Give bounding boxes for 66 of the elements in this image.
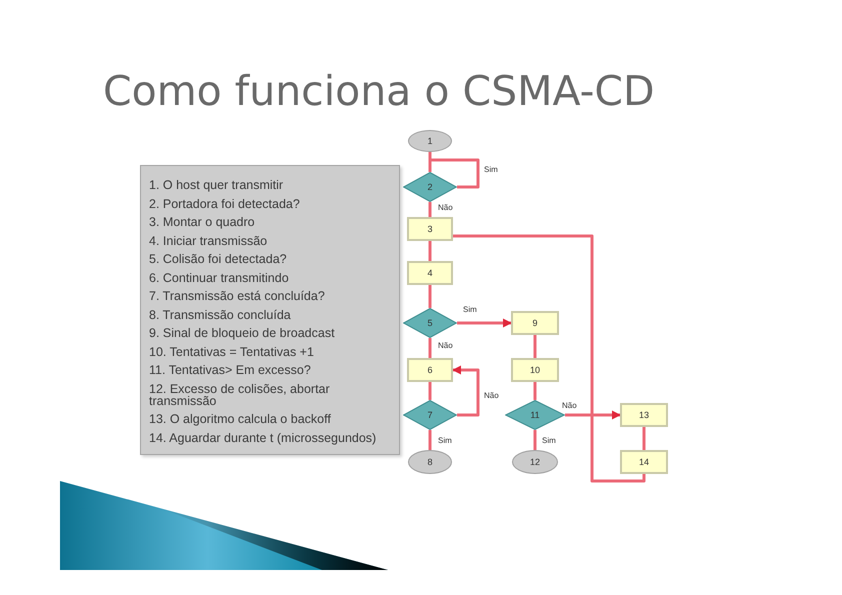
arrow	[457, 318, 512, 328]
connector-line	[534, 335, 536, 358]
step-list-panel	[140, 165, 400, 455]
connector-line	[428, 382, 432, 400]
connector-line	[428, 202, 432, 217]
list-item: 4. Iniciar transmissão	[149, 234, 268, 246]
edge-label: Sim	[541, 436, 557, 446]
terminator-ellipse	[512, 450, 558, 474]
step-number: 2	[427, 182, 432, 192]
step-number: 10	[530, 365, 540, 375]
connector-line	[642, 427, 646, 450]
edge-label: Não	[483, 391, 500, 401]
connector-line	[428, 241, 432, 261]
arrow	[565, 410, 621, 420]
step-number: 13	[638, 410, 649, 420]
list-item: 9. Sinal de bloqueio de broadcast	[149, 327, 336, 339]
edge-label: Sim	[437, 436, 453, 446]
list-item: 10. Tentativas = Tentativas +1	[149, 346, 315, 358]
connector-line	[428, 158, 480, 188]
step-number: 1	[427, 136, 432, 146]
list-item: 13. O algoritmo calcula o backoff	[149, 413, 332, 425]
connector-line	[428, 338, 432, 358]
terminator-ellipse	[408, 130, 452, 152]
process-box	[407, 261, 453, 285]
process-box	[620, 450, 668, 474]
decision-diamond	[403, 400, 457, 430]
step-number: 11	[530, 410, 540, 420]
edge-label: Sim	[462, 305, 478, 315]
list-item: 2. Portadora foi detectada?	[149, 198, 301, 210]
step-number: 14	[638, 457, 649, 467]
list-item: 1. O host quer transmitir	[149, 179, 284, 191]
step-number: 5	[427, 318, 432, 328]
list-item: 6. Continuar transmitindo	[149, 272, 290, 284]
step-number: 6	[427, 365, 432, 375]
process-box	[407, 358, 453, 382]
connector-line	[534, 430, 536, 450]
edge-label: Não	[561, 401, 578, 411]
list-item: 3. Montar o quadro	[149, 216, 256, 228]
connector-line	[453, 234, 646, 482]
step-number: 12	[530, 457, 540, 467]
list-item: 12. Excesso de colisões, abortar transmissão	[149, 382, 331, 406]
connector-line	[534, 382, 536, 400]
connector-line	[428, 430, 432, 450]
list-item: 7. Transmissão está concluída?	[149, 290, 326, 302]
list-item: 14. Aguardar durante t (microssegundos)	[149, 432, 378, 444]
arrow	[452, 366, 480, 416]
step-number: 3	[427, 224, 432, 234]
process-box	[620, 403, 668, 427]
list-item: 11. Tentativas> Em excesso?	[149, 364, 312, 376]
decision-diamond	[403, 308, 457, 338]
edge-label: Não	[437, 341, 454, 351]
connector-line	[428, 285, 432, 308]
step-number: 8	[427, 457, 432, 467]
step-number: 4	[427, 268, 432, 278]
slide-title: Como funciona o CSMA-CD	[103, 67, 655, 115]
process-box	[407, 217, 453, 241]
list-item: 8. Transmissão concluída	[149, 308, 292, 320]
process-box	[511, 311, 559, 335]
edge-label: Sim	[483, 165, 499, 175]
list-item: 5. Colisão foi detectada?	[149, 253, 288, 265]
decision-diamond	[403, 172, 457, 202]
process-box	[511, 358, 559, 382]
step-number: 7	[427, 410, 432, 420]
edge-label: Não	[437, 203, 454, 213]
terminator-ellipse	[408, 450, 452, 474]
step-number: 9	[532, 318, 538, 328]
